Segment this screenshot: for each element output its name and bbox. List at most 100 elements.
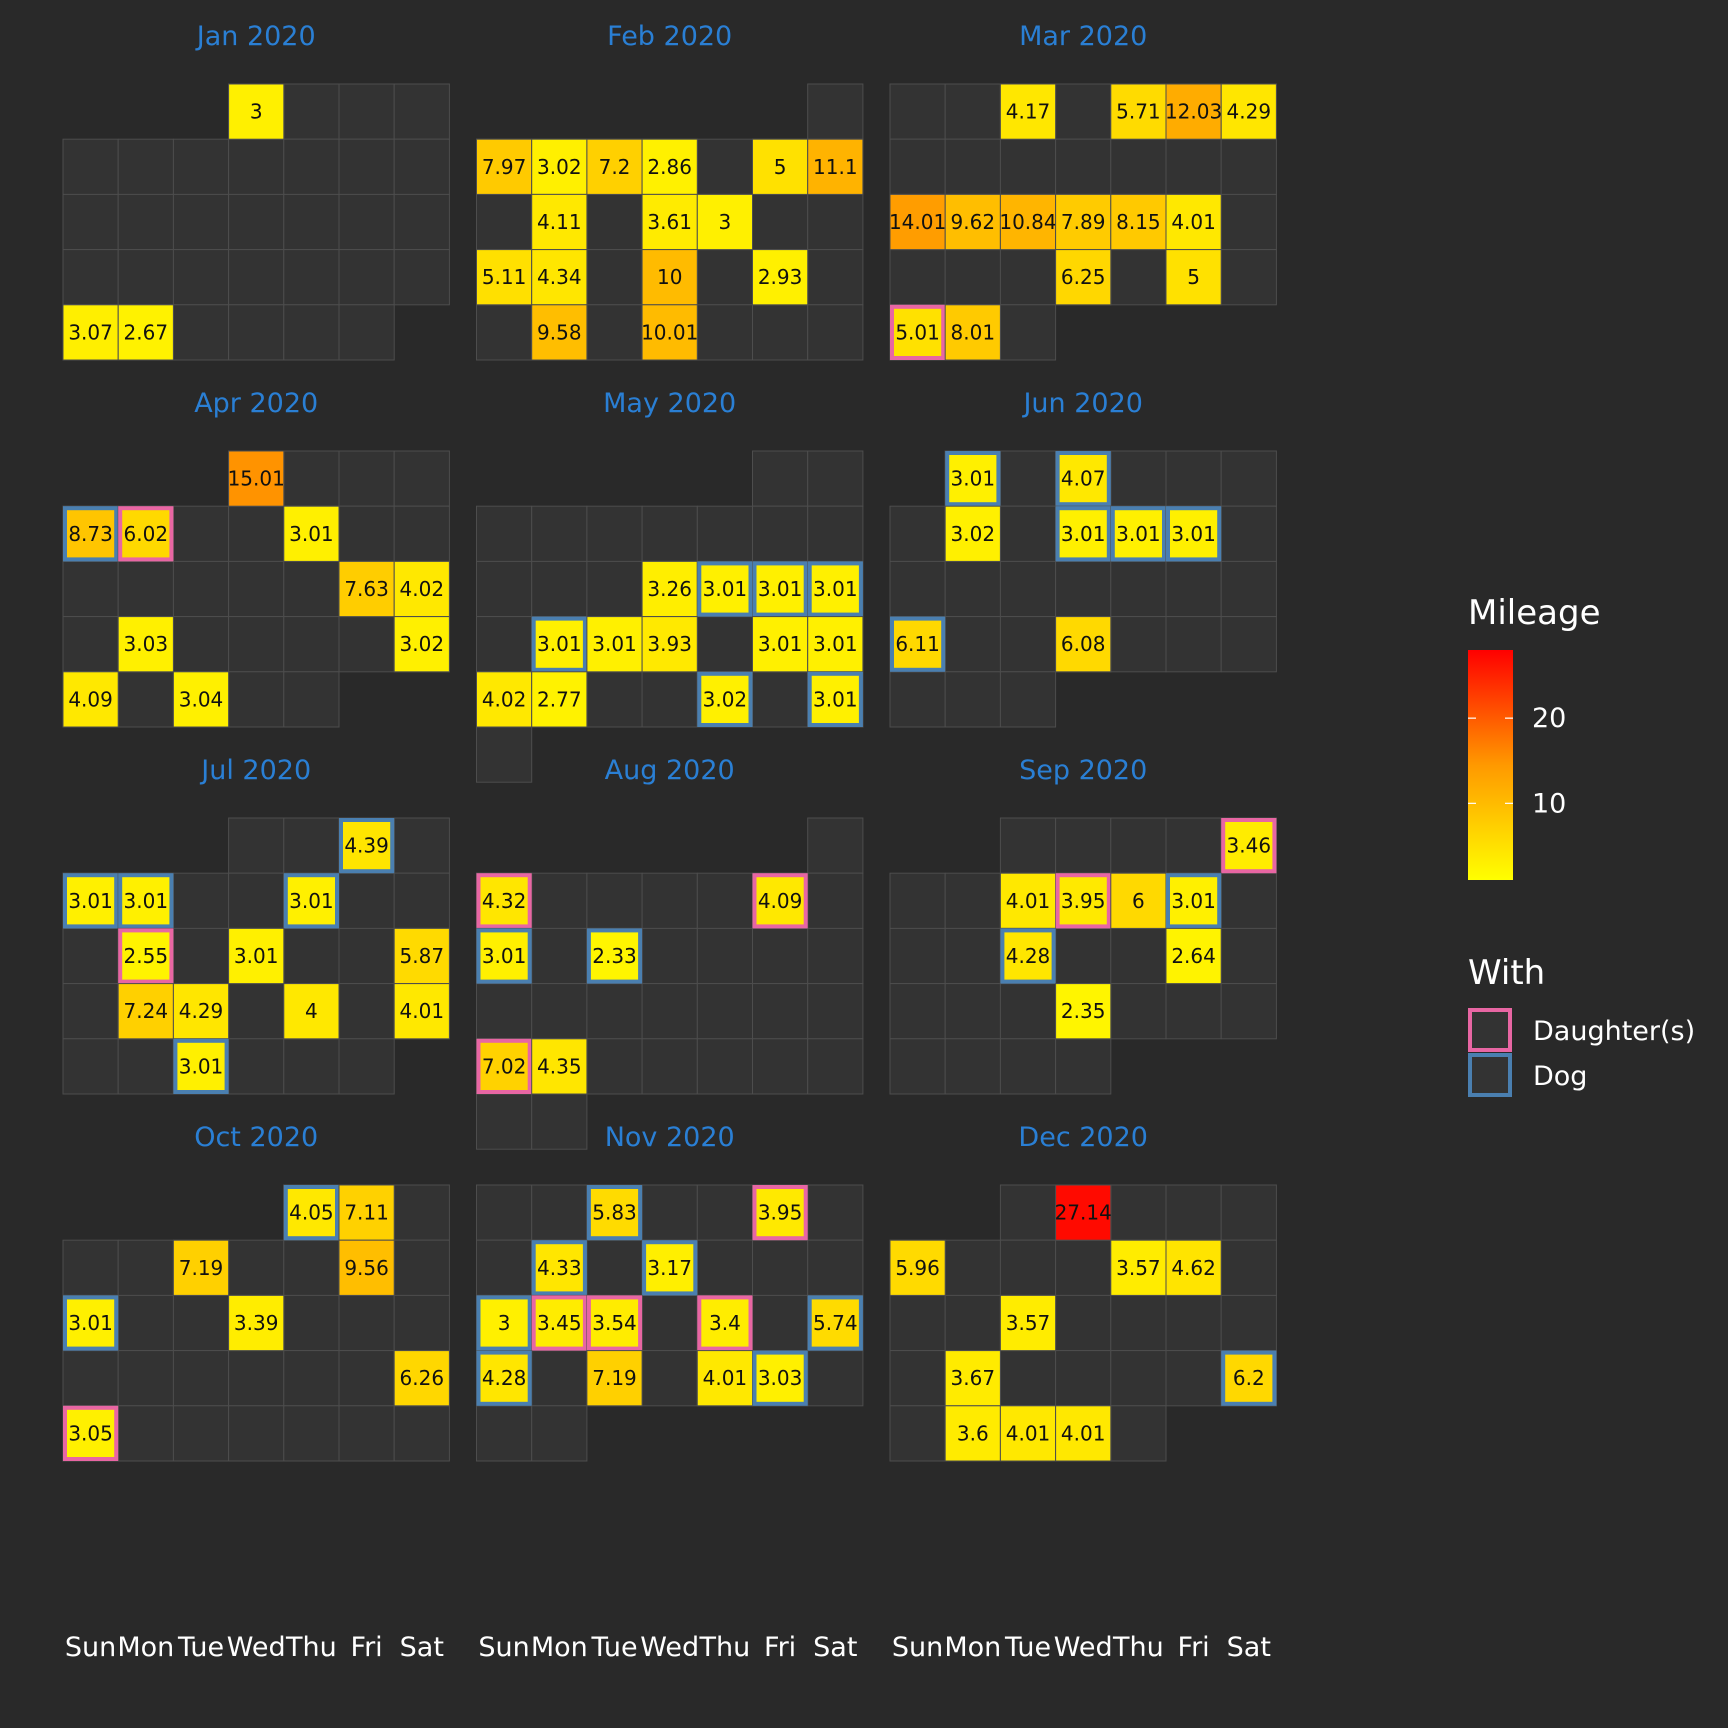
dog-outline	[945, 451, 1001, 507]
month-title: Jan 2020	[195, 21, 316, 52]
weekday-label: Fri	[351, 1632, 383, 1663]
day-cell	[393, 872, 450, 929]
day-cell	[1055, 138, 1112, 195]
day-cell	[283, 1038, 340, 1095]
run-cell	[531, 671, 588, 728]
mileage-label: 2.35	[1061, 999, 1106, 1023]
day-cell	[1055, 817, 1112, 874]
day-cell	[62, 616, 119, 673]
mileage-label: 3.02	[951, 522, 996, 546]
mileage-label: 4.33	[537, 1256, 582, 1280]
day-cell	[696, 1184, 753, 1241]
run-cell	[117, 616, 174, 673]
day-cell	[807, 927, 864, 985]
run-cell	[807, 138, 864, 195]
run-cell	[999, 872, 1057, 929]
day-cell	[807, 249, 864, 306]
day-cell	[999, 505, 1057, 562]
day-cell	[1220, 560, 1277, 618]
day-cell	[1110, 616, 1167, 673]
run-cell	[752, 560, 809, 618]
dog-outline	[1000, 928, 1056, 984]
mileage-label: 7.89	[1061, 210, 1106, 234]
run-cell	[393, 1350, 450, 1407]
day-cell	[586, 1239, 643, 1296]
mileage-label: 3.03	[124, 632, 169, 656]
day-cell	[283, 83, 340, 140]
run-cell	[1055, 616, 1112, 673]
day-cell	[1220, 616, 1277, 673]
day-cell	[1165, 817, 1222, 874]
mileage-label: 3.01	[1171, 889, 1216, 913]
day-cell	[283, 560, 340, 618]
run-cell	[117, 927, 174, 985]
day-cell	[531, 872, 588, 929]
day-cell	[807, 817, 864, 874]
day-cell	[889, 872, 946, 929]
day-cell	[393, 1184, 450, 1241]
day-cell	[338, 83, 395, 140]
mileage-label: 7.63	[344, 577, 389, 601]
day-cell	[117, 138, 174, 195]
day-cell	[283, 304, 340, 361]
run-cell	[641, 138, 698, 195]
mileage-label: 6.11	[895, 632, 940, 656]
day-cell	[1165, 1350, 1222, 1407]
day-cell	[1165, 560, 1222, 618]
run-cell	[476, 249, 533, 306]
day-cell	[531, 1184, 588, 1241]
dog-outline	[697, 671, 753, 727]
run-cell	[1110, 872, 1167, 929]
day-cell	[641, 1184, 698, 1241]
day-cell	[172, 505, 230, 562]
weekday-label: Tue	[177, 1632, 224, 1663]
day-cell	[1220, 927, 1277, 985]
run-cell	[1055, 872, 1112, 929]
mileage-label: 3.26	[647, 577, 692, 601]
mileage-label: 4.17	[1006, 100, 1051, 124]
day-cell	[944, 1038, 1001, 1095]
mileage-label: 3.6	[957, 1421, 989, 1445]
day-cell	[999, 1184, 1057, 1241]
run-cell	[172, 983, 230, 1040]
day-cell	[338, 249, 395, 306]
day-cell	[1165, 983, 1222, 1040]
day-cell	[476, 1093, 533, 1150]
dog-outline	[118, 873, 174, 929]
run-cell	[531, 1038, 588, 1095]
day-cell	[62, 983, 119, 1040]
mileage-label: 7.19	[179, 1256, 224, 1280]
run-cell	[62, 872, 119, 929]
mileage-label: 5.11	[482, 265, 527, 289]
mileage-label: 8.73	[68, 522, 113, 546]
run-cell	[117, 872, 174, 929]
run-cell	[696, 671, 753, 728]
mileage-label: 3.01	[813, 687, 858, 711]
day-cell	[944, 1239, 1001, 1296]
day-cell	[338, 1405, 395, 1462]
day-cell	[338, 450, 395, 507]
mileage-label: 7.24	[124, 999, 169, 1023]
mileage-label: 6.2	[1233, 1366, 1265, 1390]
day-cell	[117, 193, 174, 251]
month-title: Aug 2020	[605, 755, 735, 786]
day-cell	[889, 1294, 946, 1352]
weekday-label: Sun	[478, 1632, 529, 1663]
day-cell	[999, 1038, 1057, 1095]
mileage-label: 3.01	[68, 1311, 113, 1335]
day-cell	[1220, 1294, 1277, 1352]
run-cell	[807, 616, 864, 673]
mileage-label: 4.01	[400, 999, 445, 1023]
day-cell	[586, 193, 643, 251]
mileage-label: 3.01	[1061, 522, 1106, 546]
run-cell	[1055, 1405, 1112, 1462]
dog-outline	[63, 1295, 119, 1351]
day-cell	[641, 671, 698, 728]
day-cell	[62, 1350, 119, 1407]
day-cell	[62, 1038, 119, 1095]
mileage-label: 27.14	[1055, 1201, 1112, 1225]
run-cell	[586, 1350, 643, 1407]
run-cell	[586, 1184, 643, 1241]
